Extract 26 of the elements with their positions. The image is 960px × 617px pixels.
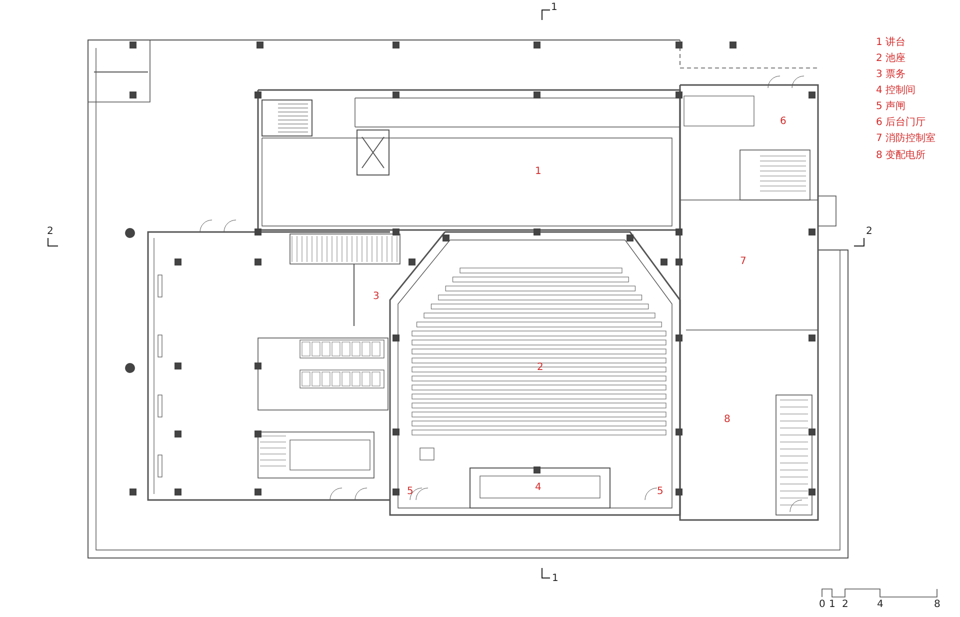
legend-entry: 5 声闸 — [876, 102, 906, 112]
room-number: 8 — [724, 415, 730, 425]
legend-entry: 4 控制间 — [876, 86, 916, 96]
section-number: 1 — [551, 3, 558, 13]
scale-label: 8 — [934, 600, 940, 610]
room-number: 3 — [373, 292, 380, 302]
legend-entry: 2 池座 — [876, 54, 906, 64]
scale-label: 1 — [829, 600, 836, 610]
room-number: 4 — [535, 483, 542, 493]
legend-entry: 6 后台门厅 — [876, 118, 926, 128]
scale-label: 4 — [877, 600, 884, 610]
section-number: 1 — [552, 574, 558, 584]
legend-entry: 3 票务 — [876, 70, 906, 80]
scale-label: 2 — [842, 600, 848, 610]
section-number: 2 — [866, 227, 872, 237]
section-number: 2 — [47, 227, 54, 237]
legend-entry: 8 变配电所 — [876, 151, 926, 161]
room-number: 7 — [740, 257, 746, 267]
room-number: 5 — [407, 487, 414, 497]
room-number: 1 — [535, 167, 542, 177]
room-number: 6 — [780, 117, 786, 127]
room-number: 5 — [657, 487, 664, 497]
legend-entry: 7 消防控制室 — [876, 134, 936, 144]
room-number: 2 — [537, 363, 544, 373]
legend-entry: 1 讲台 — [876, 38, 906, 48]
scale-label: 0 — [819, 600, 826, 610]
